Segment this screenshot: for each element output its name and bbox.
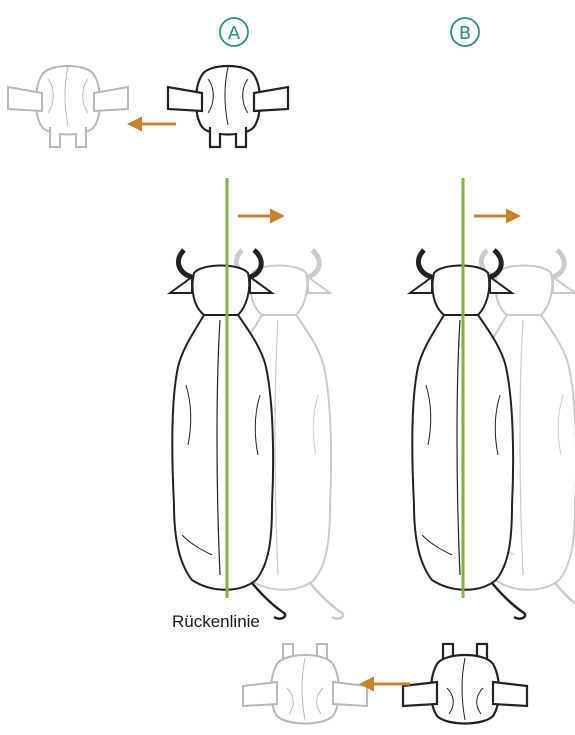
cow-rear-view-icon <box>168 66 288 147</box>
label-a: A <box>228 23 241 44</box>
label-a-badge: A <box>220 18 248 46</box>
back-line-caption: Rückenlinie <box>172 612 260 632</box>
cow-front-view-icon <box>403 644 527 724</box>
cow-front-view-ghost-icon <box>243 644 367 724</box>
label-b-badge: B <box>451 18 479 46</box>
cow-rear-view-ghost-icon <box>8 66 128 147</box>
label-b: B <box>459 23 471 44</box>
